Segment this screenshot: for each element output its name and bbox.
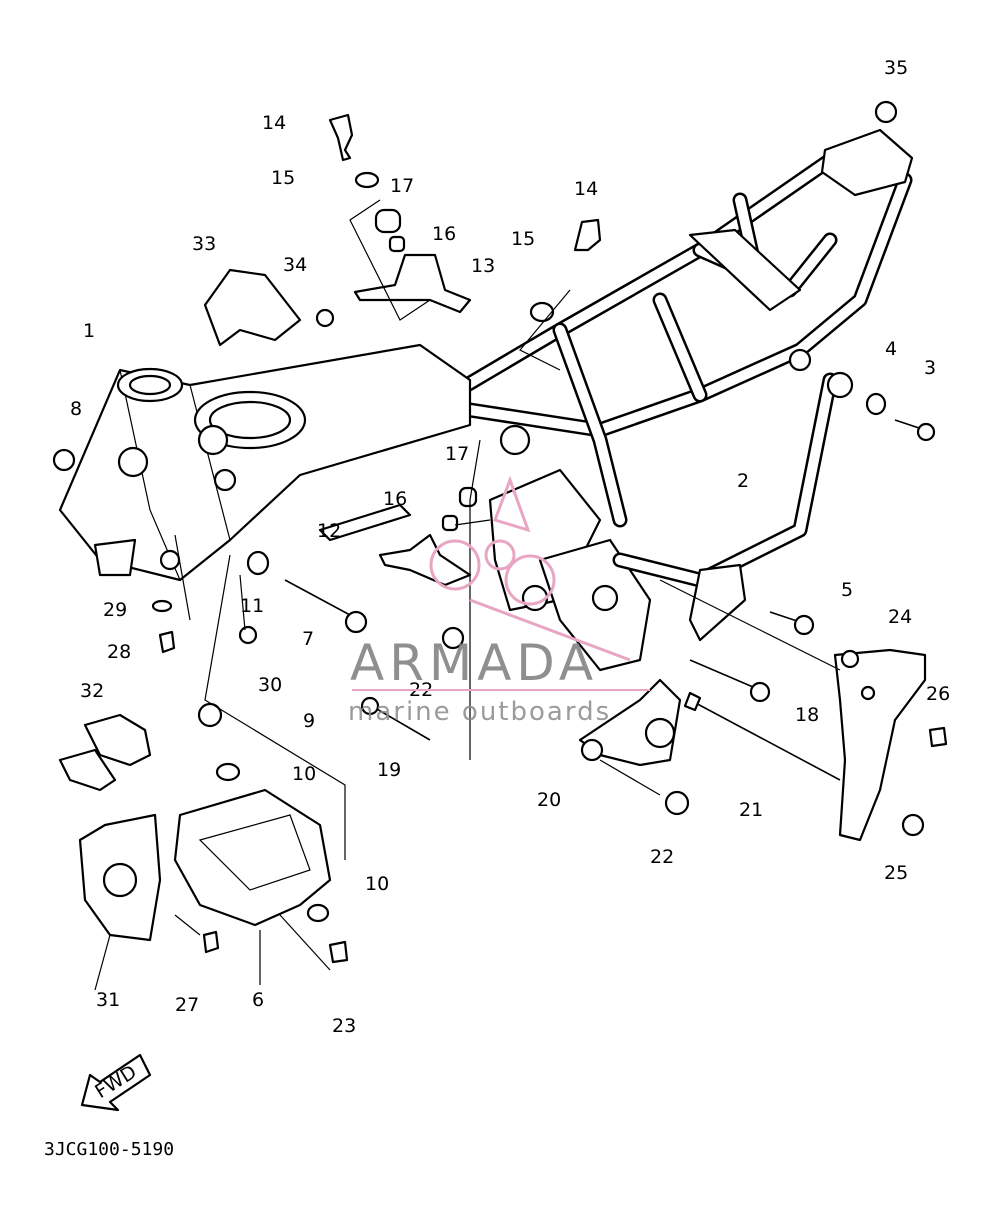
callout-10-lower: 10 bbox=[365, 873, 389, 895]
callout-11: 11 bbox=[240, 595, 264, 617]
callout-32: 32 bbox=[80, 680, 104, 702]
callout-16-mid: 16 bbox=[383, 488, 407, 510]
callout-25: 26 bbox=[926, 683, 950, 705]
watermark-brand: ARMADA bbox=[350, 634, 598, 692]
callout-8: 8 bbox=[70, 398, 82, 420]
callout-2: 2 bbox=[737, 470, 749, 492]
small-parts bbox=[52, 100, 948, 964]
callout-14-right: 14 bbox=[574, 178, 598, 200]
callout-15-top: 15 bbox=[271, 167, 295, 189]
callout-19: 19 bbox=[377, 759, 401, 781]
watermark: ARMADA marine outboards bbox=[348, 475, 650, 727]
callout-1: 1 bbox=[83, 320, 95, 342]
callout-9: 9 bbox=[303, 710, 315, 732]
callout-20: 20 bbox=[537, 789, 561, 811]
fwd-arrow-icon: FWD bbox=[80, 1053, 152, 1112]
callout-7: 7 bbox=[302, 628, 314, 650]
callout-13: 13 bbox=[471, 255, 495, 277]
watermark-logo-icon bbox=[429, 475, 631, 662]
callout-10-upper: 10 bbox=[292, 763, 316, 785]
callout-16-top: 16 bbox=[432, 223, 456, 245]
callout-labels: 35 14 15 17 14 16 15 33 13 34 1 4 3 8 17… bbox=[70, 57, 950, 1037]
callout-23: 24 bbox=[888, 606, 912, 628]
watermark-tagline: marine outboards bbox=[348, 697, 611, 727]
callout-31: 35 bbox=[884, 57, 908, 79]
callout-17-mid: 17 bbox=[445, 443, 469, 465]
callout-6: 6 bbox=[252, 989, 264, 1011]
callout-35: 34 bbox=[283, 254, 307, 276]
callout-12: 12 bbox=[317, 520, 341, 542]
callout-27: 29 bbox=[103, 599, 127, 621]
callout-18: 18 bbox=[795, 704, 819, 726]
diagram-code: 3JCG100-5190 bbox=[44, 1139, 174, 1160]
callout-15-right: 15 bbox=[511, 228, 535, 250]
callout-4: 4 bbox=[885, 338, 897, 360]
callout-29: 31 bbox=[96, 989, 120, 1011]
callout-17-top: 17 bbox=[390, 175, 414, 197]
callout-22-right: 22 bbox=[650, 846, 674, 868]
callout-30: 27 bbox=[175, 994, 199, 1016]
callout-14-top: 14 bbox=[262, 112, 286, 134]
callout-26: 28 bbox=[107, 641, 131, 663]
callout-21: 21 bbox=[739, 799, 763, 821]
leader-lines bbox=[94, 199, 841, 991]
callout-3: 3 bbox=[924, 357, 936, 379]
callout-28: 30 bbox=[258, 674, 282, 696]
callout-5: 5 bbox=[841, 579, 853, 601]
callout-24: 25 bbox=[884, 862, 908, 884]
callout-33: 23 bbox=[332, 1015, 356, 1037]
callout-34: 33 bbox=[192, 233, 216, 255]
main-frame bbox=[58, 128, 914, 672]
